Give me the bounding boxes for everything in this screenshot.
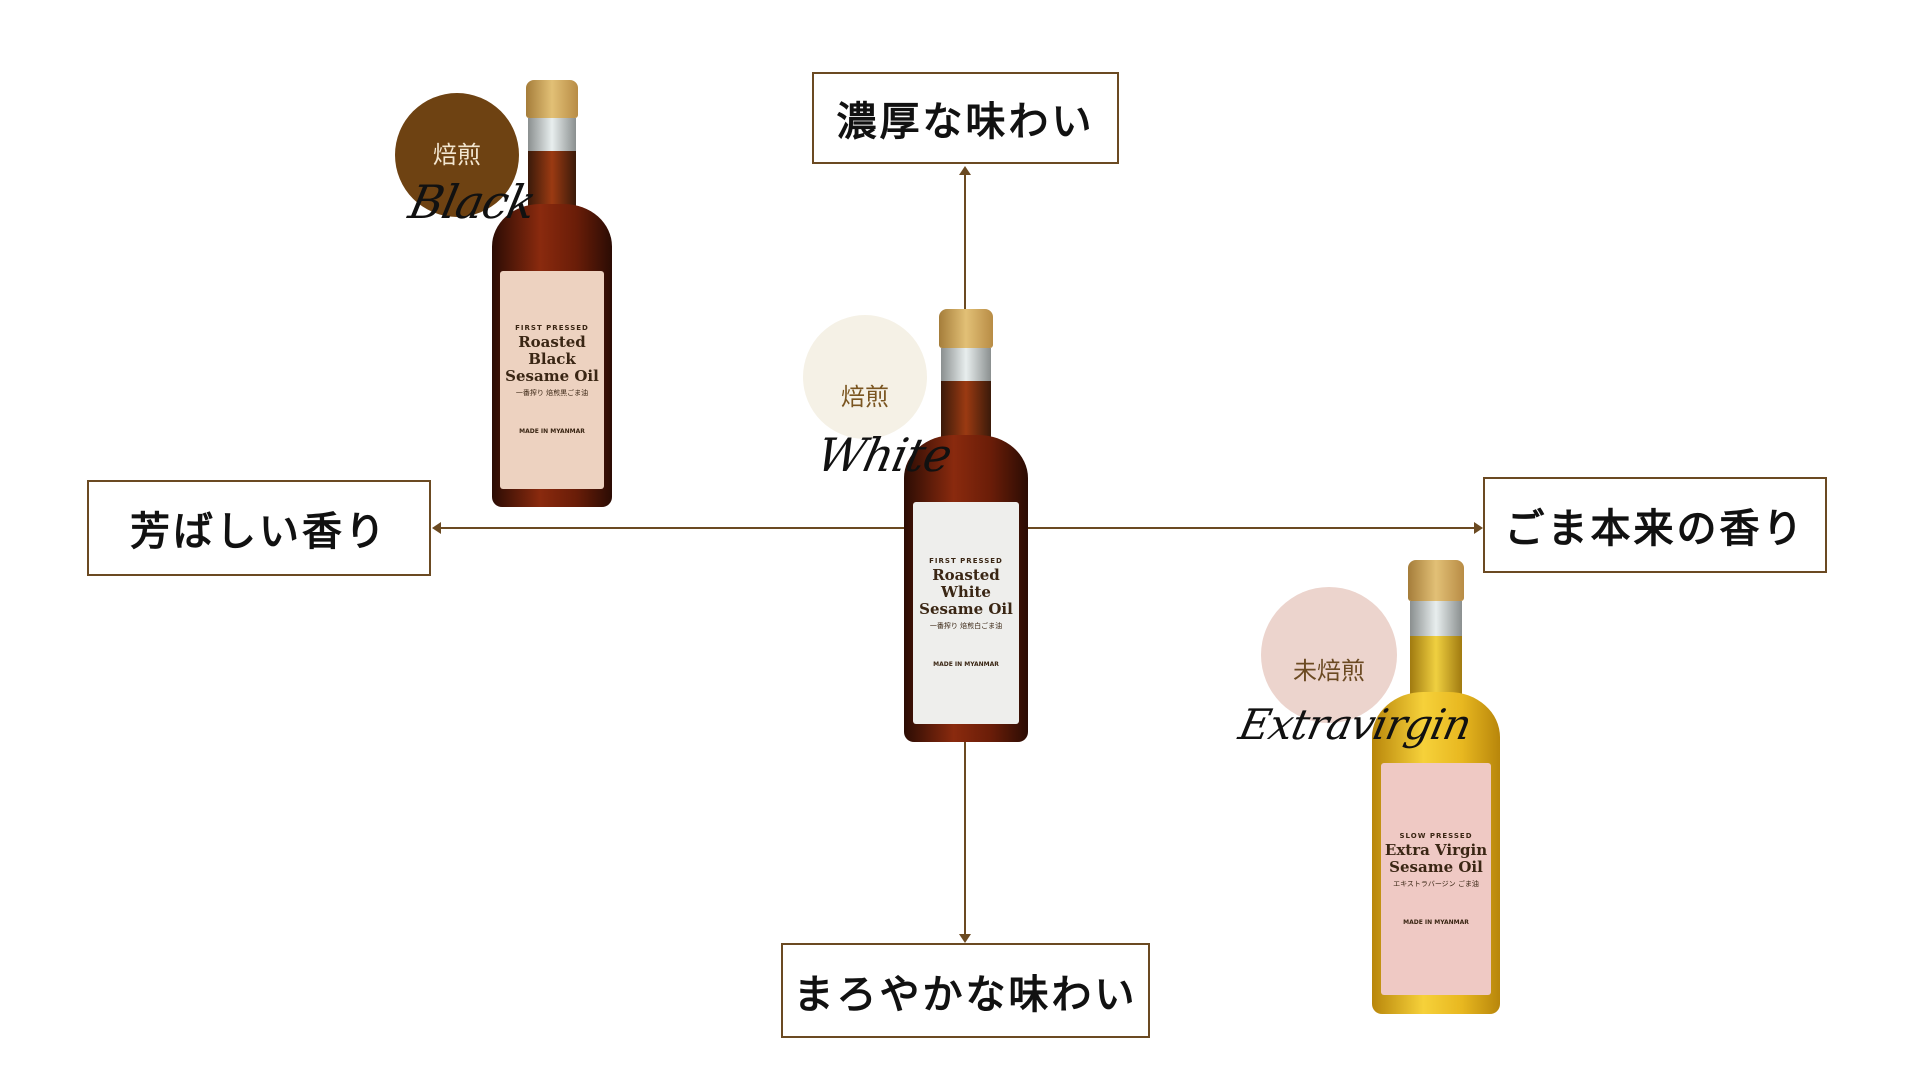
badge-extravirgin: 未焙煎	[1261, 587, 1397, 723]
product-label: SLOW PRESSED Extra Virgin Sesame Oil エキス…	[1380, 762, 1492, 995]
axis-label-top: 濃厚な味わい	[812, 72, 1119, 164]
bottle-cap	[938, 309, 994, 348]
product-label: FIRST PRESSED Roasted White Sesame Oil 一…	[912, 502, 1020, 724]
bottle-neck-glass	[1410, 600, 1462, 636]
arrow-right-icon	[1474, 522, 1483, 534]
arrow-down-icon	[959, 934, 971, 943]
arrow-left-icon	[432, 522, 441, 534]
bottle-neck-glass	[941, 347, 991, 382]
bottle-body: FIRST PRESSED Roasted Black Sesame Oil 一…	[492, 203, 612, 507]
product-bottle-black[interactable]: FIRST PRESSED Roasted Black Sesame Oil 一…	[492, 80, 612, 507]
badge-script-white: White	[812, 428, 957, 482]
product-label: FIRST PRESSED Roasted Black Sesame Oil 一…	[500, 270, 604, 489]
axis-label-bottom: まろやかな味わい	[781, 943, 1150, 1038]
arrow-up-icon	[959, 166, 971, 175]
bottle-neck-glass	[528, 118, 576, 152]
bottle-cap	[1407, 560, 1465, 601]
bottle-body: SLOW PRESSED Extra Virgin Sesame Oil エキス…	[1372, 691, 1500, 1014]
badge-script-black: Black	[404, 175, 541, 229]
product-bottle-white[interactable]: FIRST PRESSED Roasted White Sesame Oil 一…	[904, 309, 1028, 742]
badge-white: 焙煎	[803, 315, 927, 439]
bottle-neck	[1410, 600, 1462, 701]
badge-script-extravirgin: Extravirgin	[1234, 700, 1476, 749]
badge-black: 焙煎	[395, 93, 519, 217]
bottle-cap	[525, 80, 579, 119]
product-bottle-extravirgin[interactable]: SLOW PRESSED Extra Virgin Sesame Oil エキス…	[1372, 560, 1500, 1014]
bottle-neck	[528, 118, 576, 213]
bottle-neck	[941, 347, 991, 444]
axis-label-right: ごま本来の香り	[1483, 477, 1827, 573]
axis-label-left: 芳ばしい香り	[87, 480, 431, 576]
bottle-body: FIRST PRESSED Roasted White Sesame Oil 一…	[904, 434, 1028, 742]
